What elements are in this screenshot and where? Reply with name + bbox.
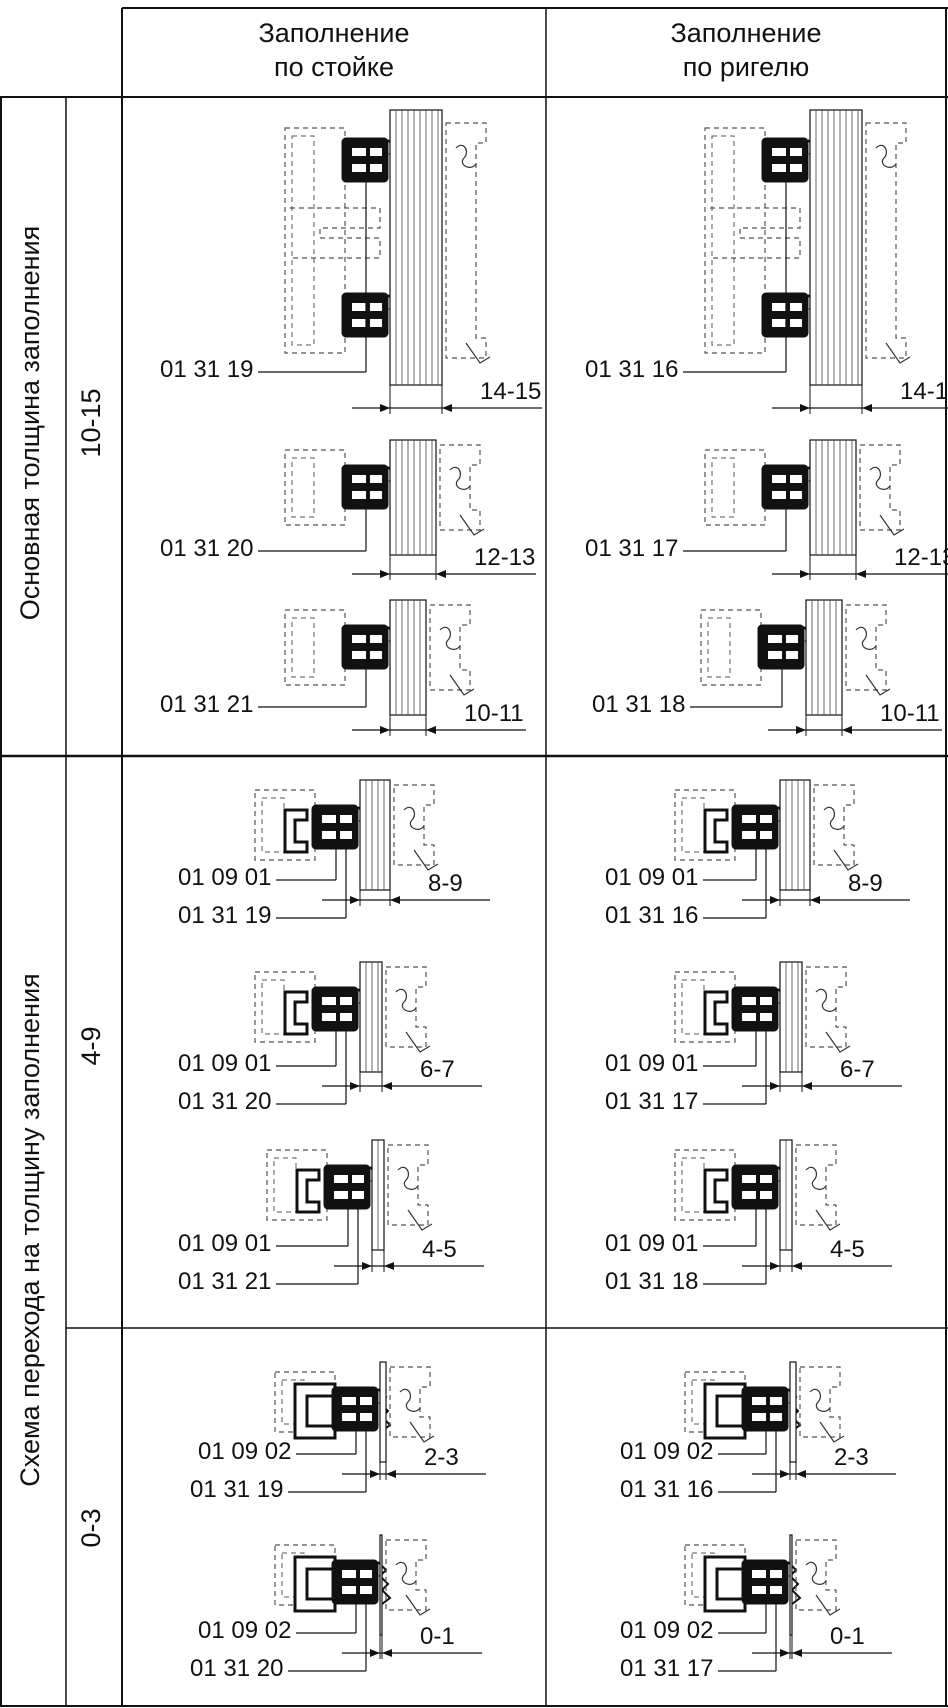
thickness-dimension-label: 12-13 — [474, 544, 536, 571]
transition-scheme-label: Схема перехода на толщину заполнения — [15, 973, 45, 1487]
column-header-mullion: Заполнение по стойке — [122, 16, 546, 84]
profile-section-drawing — [266, 1139, 484, 1285]
article-code-label: 01 09 01 — [605, 864, 699, 891]
thickness-dimension-label: 14-15 — [900, 378, 948, 405]
header-line: Заполнение — [258, 18, 410, 48]
article-code-label: 01 31 19 — [160, 356, 254, 383]
article-code-label: 01 31 17 — [585, 535, 679, 562]
article-code-label: 01 09 01 — [605, 1230, 699, 1257]
header-line: по ригелю — [682, 52, 810, 82]
profile-section-drawing — [683, 109, 948, 414]
thickness-dimension-label: 0-1 — [420, 1623, 455, 1650]
article-code-label: 01 31 16 — [585, 356, 679, 383]
range-label-4-9: 4-9 — [76, 1026, 106, 1066]
article-code-label: 01 31 21 — [178, 1268, 272, 1295]
profile-section-drawing — [683, 439, 948, 580]
thickness-dimension-label: 8-9 — [428, 870, 463, 897]
article-code-label: 01 31 20 — [160, 535, 254, 562]
thickness-dimension-label: 6-7 — [420, 1056, 455, 1083]
header-line: Заполнение — [670, 18, 822, 48]
profile-section-drawing — [258, 599, 526, 736]
article-code-label: 01 31 21 — [160, 691, 254, 718]
article-code-label: 01 31 17 — [605, 1088, 699, 1115]
main-thickness-label: Основная толщина заполнения — [15, 225, 45, 621]
profile-section-drawing — [274, 1534, 482, 1672]
article-code-label: 01 09 01 — [178, 1230, 272, 1257]
article-code-label: 01 31 18 — [592, 691, 686, 718]
profile-section-drawing — [274, 1361, 486, 1493]
thickness-dimension-label: 2-3 — [834, 1444, 869, 1471]
profile-section-drawing — [684, 1534, 892, 1672]
article-code-label: 01 31 16 — [620, 1476, 714, 1503]
article-code-label: 01 09 02 — [620, 1438, 714, 1465]
article-code-label: 01 31 19 — [178, 902, 272, 929]
article-code-label: 01 09 01 — [605, 1050, 699, 1077]
article-code-label: 01 31 16 — [605, 902, 699, 929]
article-code-label: 01 09 02 — [620, 1617, 714, 1644]
profile-section-drawing — [258, 439, 536, 580]
article-code-label: 01 31 17 — [620, 1655, 714, 1682]
thickness-dimension-label: 4-5 — [830, 1236, 865, 1263]
profile-section-drawing — [254, 779, 490, 919]
profile-section-drawing — [690, 599, 942, 736]
profile-section-drawing — [674, 779, 910, 919]
profile-section-drawing — [254, 961, 482, 1105]
thickness-dimension-label: 2-3 — [424, 1444, 459, 1471]
article-code-label: 01 09 02 — [198, 1438, 292, 1465]
thickness-dimension-label: 8-9 — [848, 870, 883, 897]
thickness-dimension-label: 6-7 — [840, 1056, 875, 1083]
thickness-dimension-label: 12-13 — [894, 544, 948, 571]
profile-section-drawing — [674, 961, 902, 1105]
thickness-dimension-label: 10-11 — [464, 700, 524, 727]
thickness-dimension-label: 10-11 — [880, 700, 940, 727]
range-label-10-15: 10-15 — [76, 388, 106, 458]
profile-section-drawing — [674, 1139, 892, 1285]
profile-section-drawing — [684, 1361, 896, 1493]
profile-section-drawing — [258, 109, 542, 414]
article-code-label: 01 09 01 — [178, 1050, 272, 1077]
header-line: по стойке — [274, 52, 394, 82]
thickness-dimension-label: 0-1 — [830, 1623, 865, 1650]
article-code-label: 01 09 02 — [198, 1617, 292, 1644]
article-code-label: 01 31 20 — [178, 1088, 272, 1115]
article-code-label: 01 31 18 — [605, 1268, 699, 1295]
article-code-label: 01 09 01 — [178, 864, 272, 891]
column-header-transom: Заполнение по ригелю — [546, 16, 946, 84]
range-label-0-3: 0-3 — [76, 1508, 106, 1548]
article-code-label: 01 31 19 — [190, 1476, 284, 1503]
article-code-label: 01 31 20 — [190, 1655, 284, 1682]
thickness-dimension-label: 14-15 — [480, 378, 542, 405]
thickness-dimension-label: 4-5 — [422, 1236, 457, 1263]
